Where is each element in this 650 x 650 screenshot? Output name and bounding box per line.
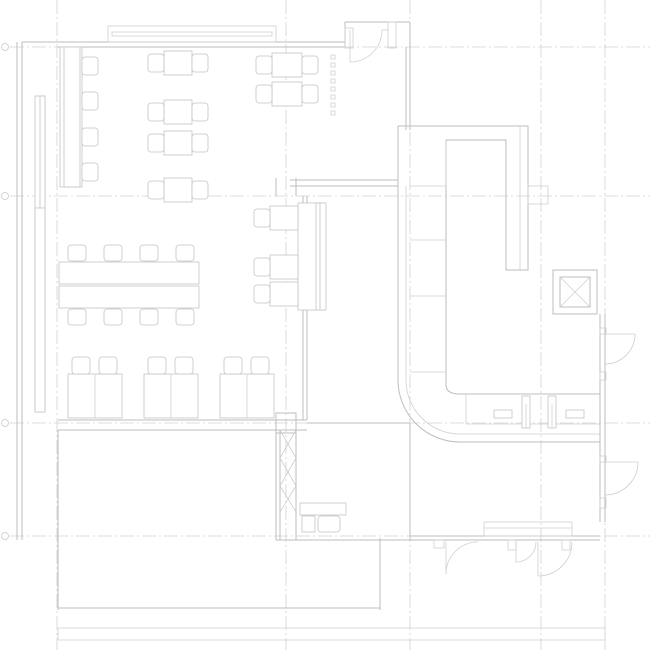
table-icon: [163, 50, 193, 76]
chair-icon: [147, 180, 165, 200]
chair-icon: [81, 91, 99, 111]
bottom-entrance: [410, 521, 600, 577]
chair-icon: [147, 133, 165, 153]
chair-icon: [301, 84, 319, 104]
chair-icon: [191, 180, 209, 200]
chair-icon: [174, 356, 194, 375]
table-icon: [269, 254, 299, 280]
right-booth: [253, 202, 327, 311]
grid-axis-marker-icon: [1, 532, 9, 540]
chair-icon: [67, 308, 87, 326]
chair-icon: [147, 102, 165, 122]
l-shaped-bar: [397, 125, 600, 443]
chair-icon: [255, 55, 273, 75]
chair-icon: [191, 133, 209, 153]
chair-icon: [250, 356, 270, 375]
chair-icon: [255, 84, 273, 104]
door-swing-icon: [445, 541, 479, 575]
door-swing-icon: [604, 461, 639, 496]
grid-axis-marker-icon: [1, 419, 9, 427]
door-swing-icon: [349, 29, 383, 63]
table-icon: [163, 177, 193, 203]
communal-table: [58, 244, 200, 326]
chair-icon: [103, 244, 123, 262]
chair-icon: [81, 127, 99, 147]
grid-axis-marker-icon: [1, 43, 9, 51]
chair-icon: [191, 53, 209, 73]
table-icon: [58, 261, 200, 285]
chair-icon: [301, 55, 319, 75]
chair-icon: [175, 308, 195, 326]
chair-icon: [253, 284, 271, 304]
chair-icon: [81, 162, 99, 182]
chair-icon: [253, 208, 271, 228]
service-counter: [299, 502, 347, 533]
structural-shaft: [275, 412, 410, 541]
chair-icon: [71, 356, 91, 375]
table-icon: [269, 281, 299, 307]
chair-icon: [67, 244, 87, 262]
table-icon: [271, 52, 303, 78]
grid-axis-marker-icon: [1, 192, 9, 200]
table-icon: [58, 285, 200, 309]
chair-icon: [81, 56, 99, 76]
chair-icon: [139, 308, 159, 326]
table-icon: [271, 81, 303, 107]
chair-icon: [147, 356, 167, 375]
chair-icon: [191, 102, 209, 122]
upper-seating: [81, 50, 336, 203]
door-swing-icon: [604, 333, 636, 365]
chair-icon: [139, 244, 159, 262]
right-wall-doors: [409, 314, 639, 540]
door-swing-icon: [515, 541, 537, 563]
elevator-cross-icon: [559, 276, 591, 308]
table-icon: [163, 130, 193, 156]
left-bench-strip: [34, 46, 83, 413]
table-icon: [269, 205, 299, 231]
chair-icon: [147, 53, 165, 73]
lower-booth-row: [67, 356, 275, 419]
chair-icon: [253, 257, 271, 277]
chair-icon: [98, 356, 118, 375]
chair-icon: [103, 308, 123, 326]
chair-icon: [223, 356, 243, 375]
door-swing-icon: [537, 541, 573, 577]
elevator: [552, 269, 598, 315]
main-walls: [16, 21, 606, 641]
table-icon: [163, 99, 193, 125]
chair-icon: [175, 244, 195, 262]
